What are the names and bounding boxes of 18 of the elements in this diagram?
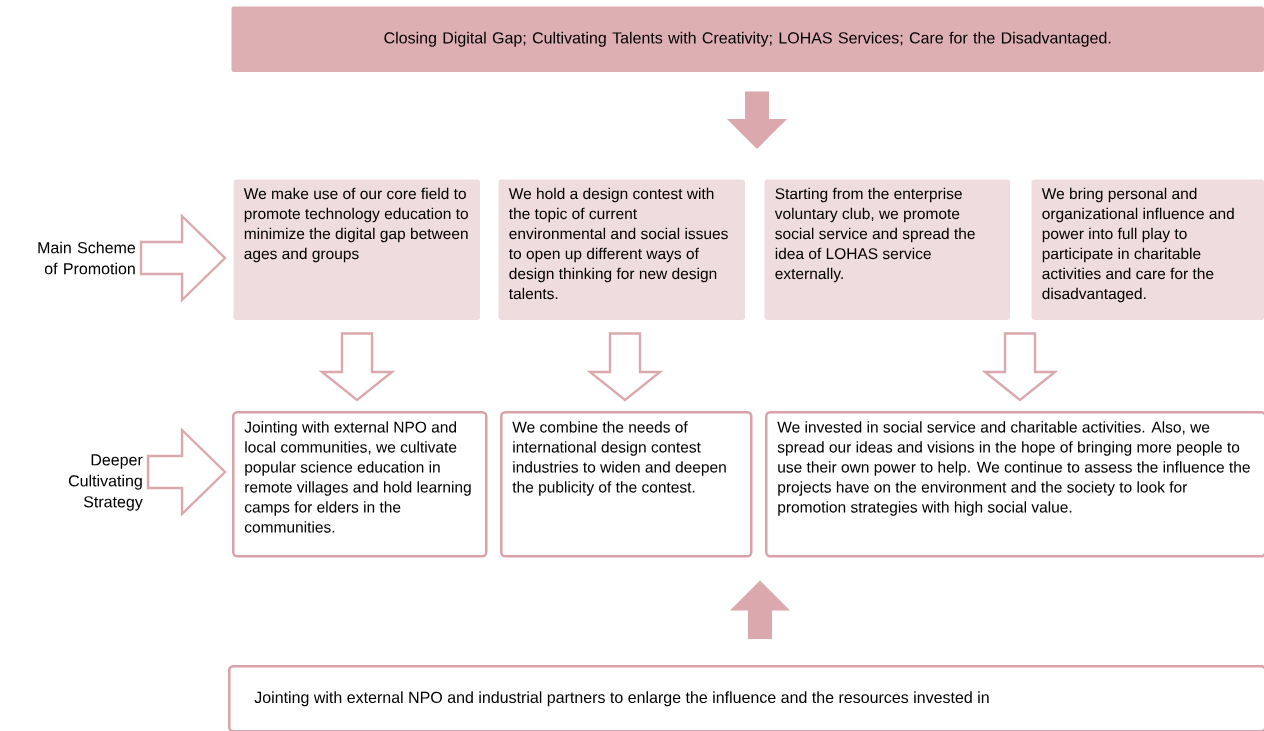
scheme-box: Starting from the enterprise voluntary club, we promote social service and spread the idea of LOHAS service externally. bbox=[763, 178, 1012, 322]
side-label: Main Scheme of Promotion bbox=[38, 241, 136, 275]
block-arrow bbox=[586, 332, 664, 402]
strategy-box: We combine the needs of international design contest industries to widen and deepen the publicity of the contest. bbox=[500, 411, 753, 558]
base-box: Jointing with external NPO and industrial partners to enlarge the influence and the resources invested in bbox=[228, 665, 1264, 731]
block-arrow bbox=[730, 580, 790, 639]
strategy-box: We invested in social service and charitable activities. Also, we spread our ideas and visions in the hope of bringing more people to use their own power to help. We continue to assess the influence the projects have on the environment and the society to look for promotion strategies with high social value. bbox=[765, 411, 1264, 558]
banner-box: Closing Digital Gap; Cultivating Talents with Creativity; LOHAS Services; Care for the Disadvantaged. bbox=[230, 5, 1264, 74]
block-arrow bbox=[318, 332, 396, 402]
side-label: Deeper Cultivating Strategy bbox=[68, 454, 143, 511]
block-arrow bbox=[981, 332, 1059, 402]
strategy-box: Jointing with external NPO and local communities, we cultivate popular science education in remote villages and hold learning camps for elders in the communities. bbox=[232, 411, 488, 558]
scheme-box: We make use of our core field to promote technology education to minimize the digital gap between ages and groups bbox=[232, 178, 482, 322]
scheme-box: We hold a design contest with the topic of current environmental and social issues to open up different ways of design thinking for new design talents. bbox=[497, 178, 747, 322]
block-arrow bbox=[139, 213, 227, 303]
block-arrow bbox=[727, 91, 787, 149]
block-arrow bbox=[146, 427, 227, 517]
scheme-box: We bring personal and organizational influence and power into full play to participate in charitable activities and care for the disadvantaged. bbox=[1030, 178, 1264, 322]
